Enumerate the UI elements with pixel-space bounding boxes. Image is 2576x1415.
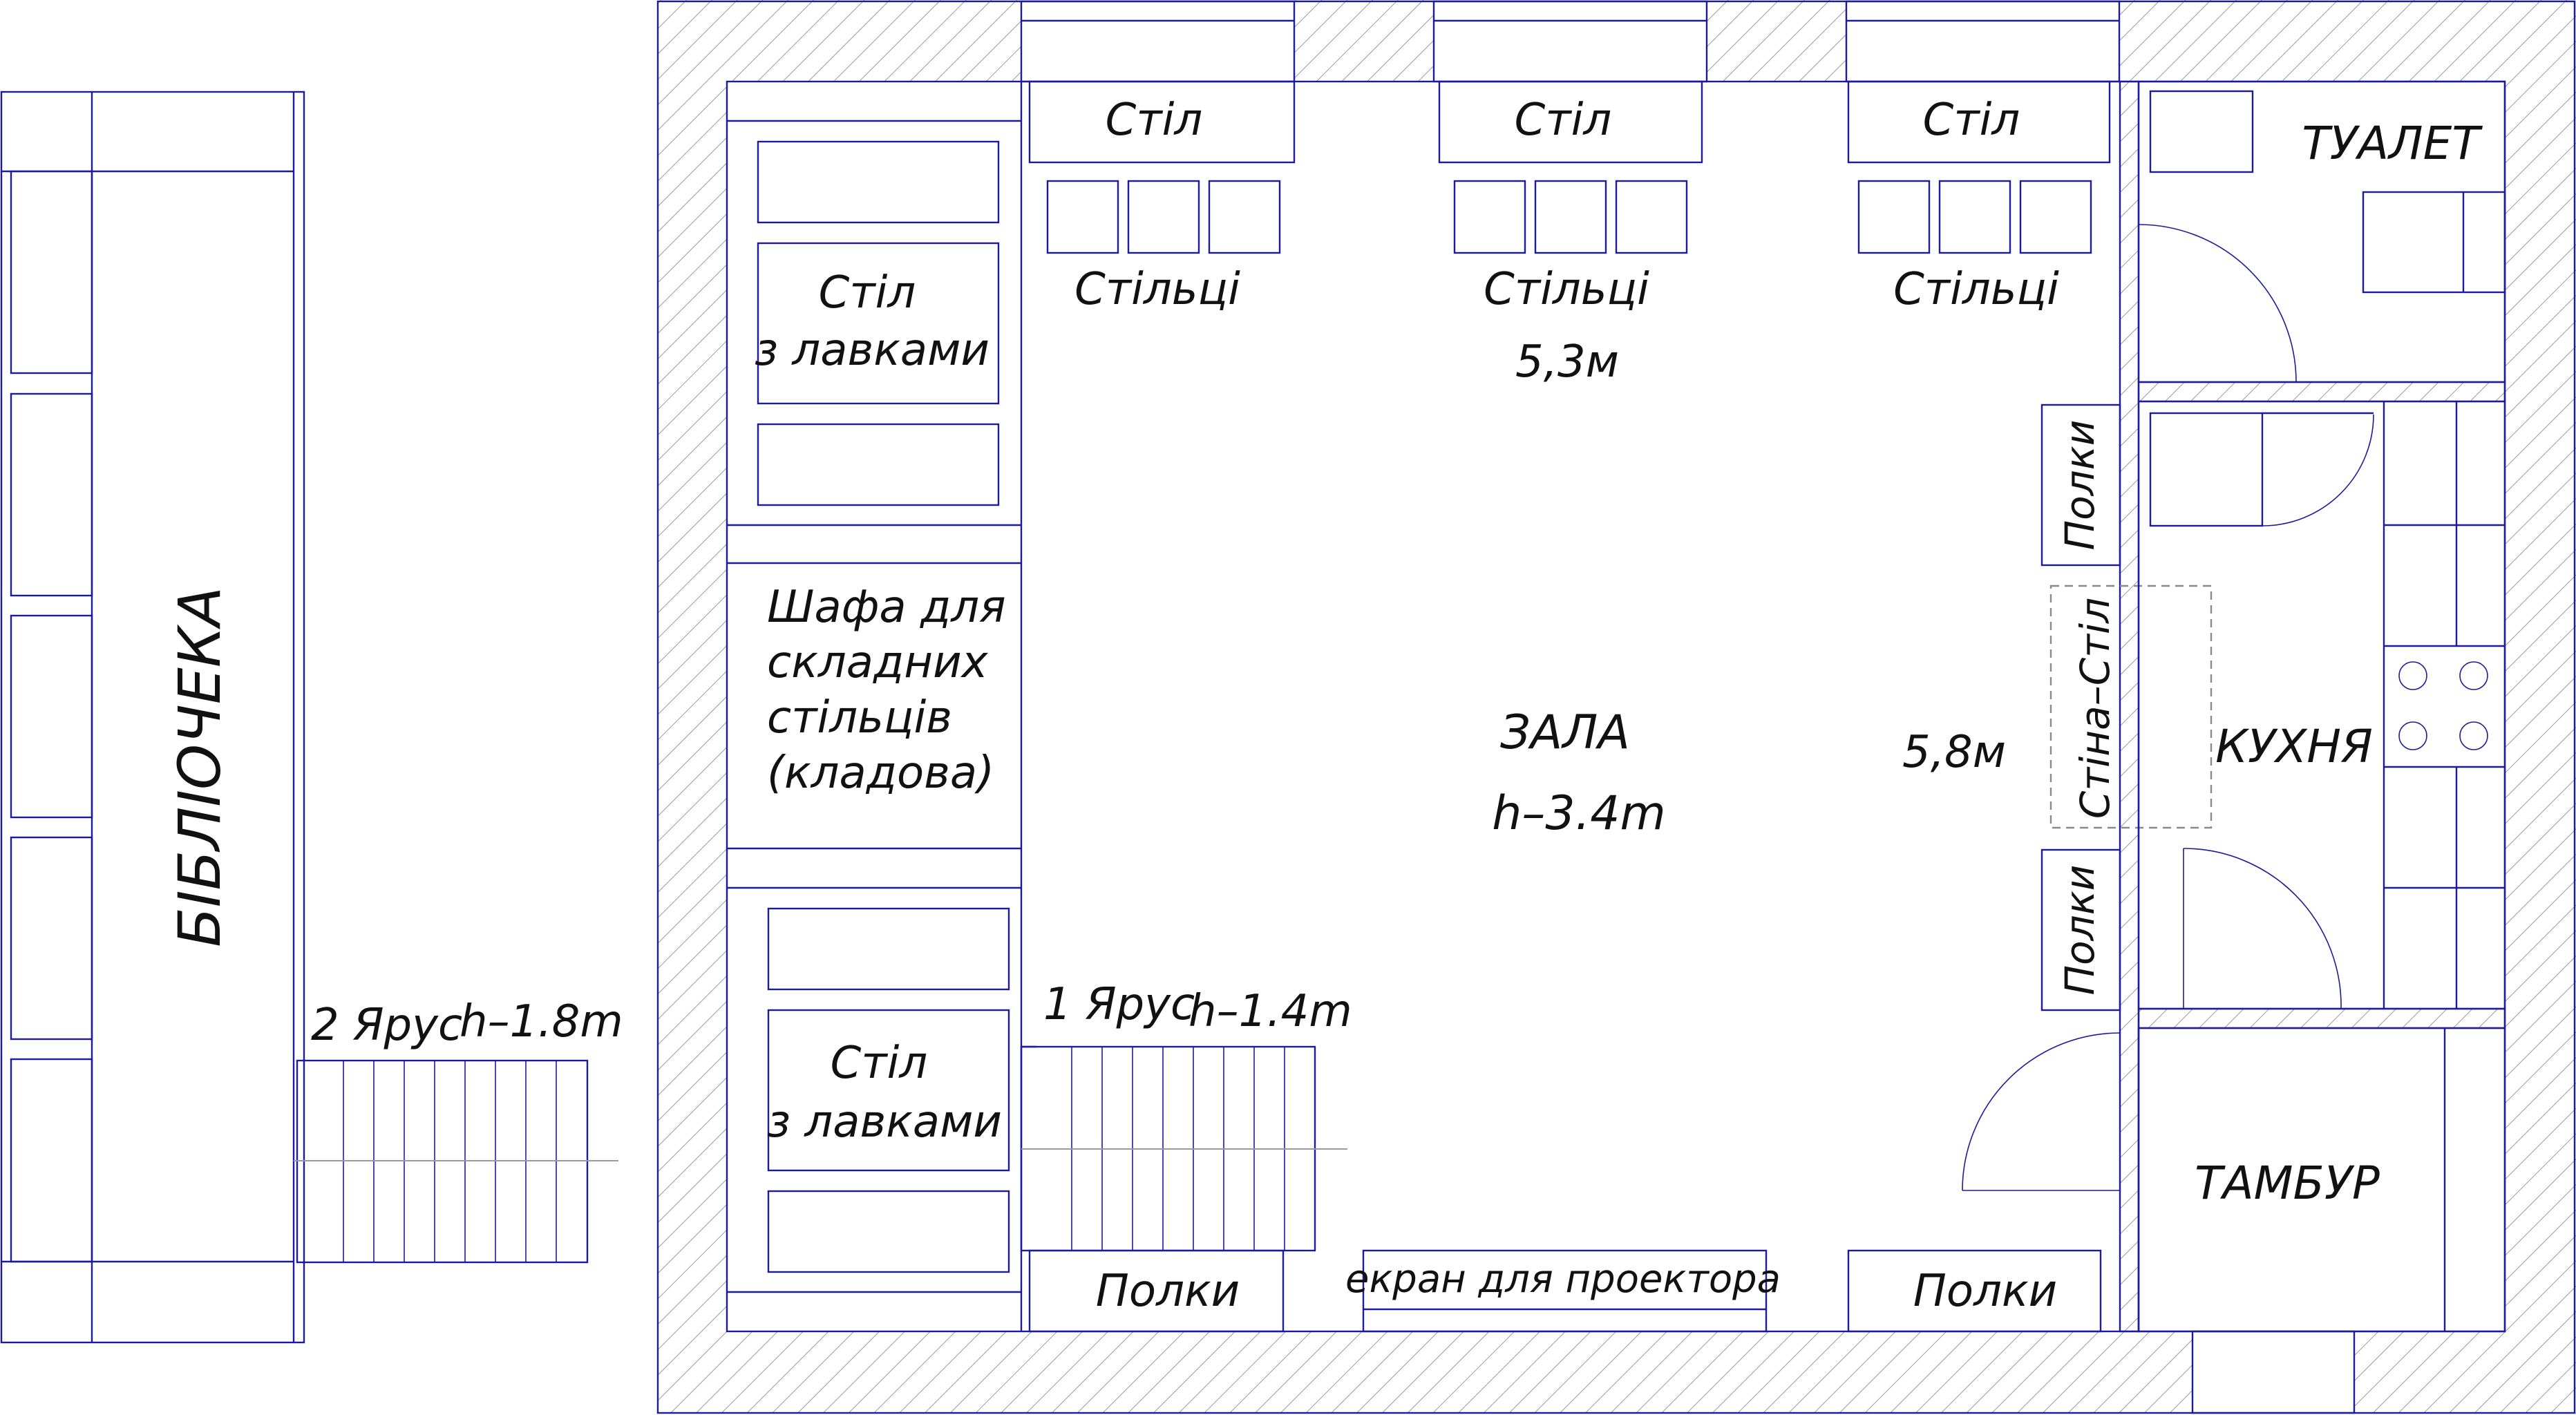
shelves-label: Полки <box>1913 1266 2057 1317</box>
hall-height: h–3.4m <box>1492 786 1665 841</box>
library-section: БІБЛІОЧЕКА <box>0 91 305 1344</box>
tier2-label: 2 Ярус <box>311 1000 462 1051</box>
table-group-3: Стіл Стільці <box>1847 80 2111 315</box>
vestibule-room: ТАМБУР <box>1962 1027 2506 1333</box>
tier2-height: h–1.8m <box>460 996 623 1047</box>
library-label: БІБЛІОЧЕКА <box>166 587 234 947</box>
table-group-1: Стіл Стільці <box>1028 80 1296 315</box>
hall-label: ЗАЛА <box>1500 705 1630 760</box>
kitchen-room: КУХНЯ <box>2137 400 2506 1010</box>
table-label: Стіл <box>831 1038 928 1089</box>
dimension-width: 5,3м <box>1515 336 1619 388</box>
cabinet-line-3: стільців <box>767 692 952 743</box>
table-with-benches-bottom: Стіл з лавками <box>767 907 1010 1273</box>
benches-label: з лавками <box>755 325 989 376</box>
table-with-benches-top: Стіл з лавками <box>755 140 1000 506</box>
shelves-label: Полки <box>2056 865 2103 996</box>
chairs-label: Стільці <box>1893 264 2059 315</box>
table-label: Стіл <box>819 267 916 319</box>
folding-chair-cabinet: Шафа для складних стільців (кладова) <box>767 582 1006 799</box>
tier1-height: h–1.4m <box>1188 986 1352 1037</box>
bottom-furniture: Полки екран для проектора Полки <box>1028 1249 2102 1333</box>
library-bookshelves <box>10 170 93 1263</box>
cabinet-line-2: складних <box>767 637 989 688</box>
chairs-label: Стільці <box>1484 264 1649 315</box>
tier1-label: 1 Ярус <box>1043 979 1195 1030</box>
projector-screen-label: екран для проектора <box>1345 1257 1781 1302</box>
table-label: Стіл <box>1923 95 2020 146</box>
chairs-label: Стільці <box>1074 264 1240 315</box>
tier2-stair: 2 Ярус h–1.8m <box>294 996 623 1264</box>
shelves-label: Полки <box>2056 420 2103 551</box>
tier1-stair: 1 Ярус h–1.4m <box>1020 979 1352 1252</box>
kitchen-label: КУХНЯ <box>2215 720 2373 773</box>
toilet-room: ТУАЛЕТ <box>2137 80 2506 383</box>
table-label: Стіл <box>1106 95 1203 146</box>
table-group-2: Стіл Стільці <box>1438 80 1703 315</box>
cabinet-line-4: (кладова) <box>767 748 994 799</box>
benches-label: з лавками <box>767 1096 1002 1148</box>
dimension-height: 5,8м <box>1902 727 2006 778</box>
cabinet-line-1: Шафа для <box>767 582 1006 633</box>
right-wall-shelves: Полки Полки Стіна–Стіл <box>2040 403 2213 1012</box>
wall-table-label: Стіна–Стіл <box>2072 598 2119 819</box>
vestibule-label: ТАМБУР <box>2195 1157 2380 1210</box>
stove-burners <box>2398 661 2488 750</box>
table-label: Стіл <box>1515 95 1612 146</box>
shelves-label: Полки <box>1096 1266 1240 1317</box>
toilet-label: ТУАЛЕТ <box>2302 117 2483 170</box>
